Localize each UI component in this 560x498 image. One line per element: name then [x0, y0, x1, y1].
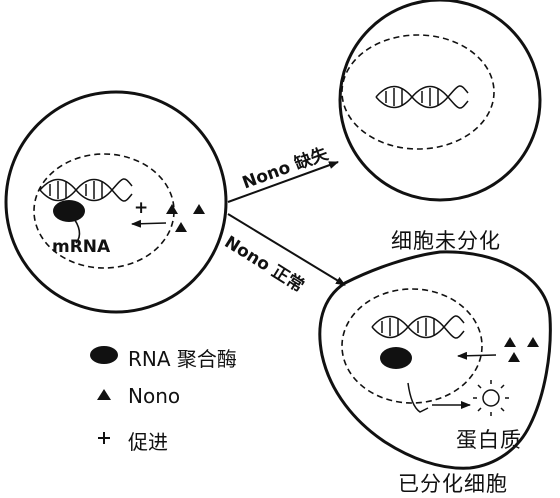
- differentiated-cell-membrane: [318, 250, 552, 470]
- ellipse-icon: [90, 346, 118, 364]
- arrow-to-undifferentiated: [227, 161, 339, 203]
- arrow-to-differentiated: [227, 213, 346, 286]
- promote-arrow: [131, 219, 167, 228]
- right-cell-membrane: [338, 0, 542, 202]
- left-cell: [4, 90, 228, 314]
- legend-item-rna-polymerase: RNA 聚合酶: [128, 347, 237, 371]
- triangle-icon: [193, 204, 205, 214]
- dna-helix-icon: [371, 315, 465, 339]
- triangle-icon: [504, 337, 516, 347]
- mrna-to-protein-line: [407, 382, 429, 413]
- differentiated-cell: [318, 250, 552, 470]
- legend-symbols: [90, 346, 118, 444]
- rna-polymerase-icon: [380, 347, 412, 369]
- mrna-label: mRNA: [52, 237, 111, 257]
- legend-item-promote: 促进: [128, 430, 168, 454]
- triangle-icon: [527, 337, 539, 347]
- right-nucleus: [341, 34, 495, 150]
- triangle-icon: [166, 204, 178, 214]
- legend-item-nono: Nono: [128, 384, 181, 408]
- triangle-icon: [175, 222, 187, 232]
- protein-label: 蛋白质: [456, 428, 522, 452]
- nono-triangles: [166, 204, 205, 232]
- differentiated-label: 已分化细胞: [398, 472, 508, 496]
- promote-sign: +: [134, 198, 149, 218]
- dna-helix-icon: [39, 178, 133, 202]
- differentiated-nucleus: [341, 288, 483, 404]
- rna-polymerase-icon: [53, 200, 85, 222]
- undifferentiated-label: 细胞未分化: [391, 229, 501, 253]
- nono-arrow: [457, 351, 497, 360]
- undifferentiated-cell: [338, 0, 542, 202]
- dna-helix-icon: [375, 85, 469, 109]
- plus-icon: [98, 432, 110, 444]
- triangle-icon: [97, 389, 111, 400]
- nono-triangles: [504, 337, 539, 362]
- protein-icon: [473, 380, 509, 416]
- triangle-icon: [508, 352, 520, 362]
- left-cell-membrane: [4, 90, 228, 314]
